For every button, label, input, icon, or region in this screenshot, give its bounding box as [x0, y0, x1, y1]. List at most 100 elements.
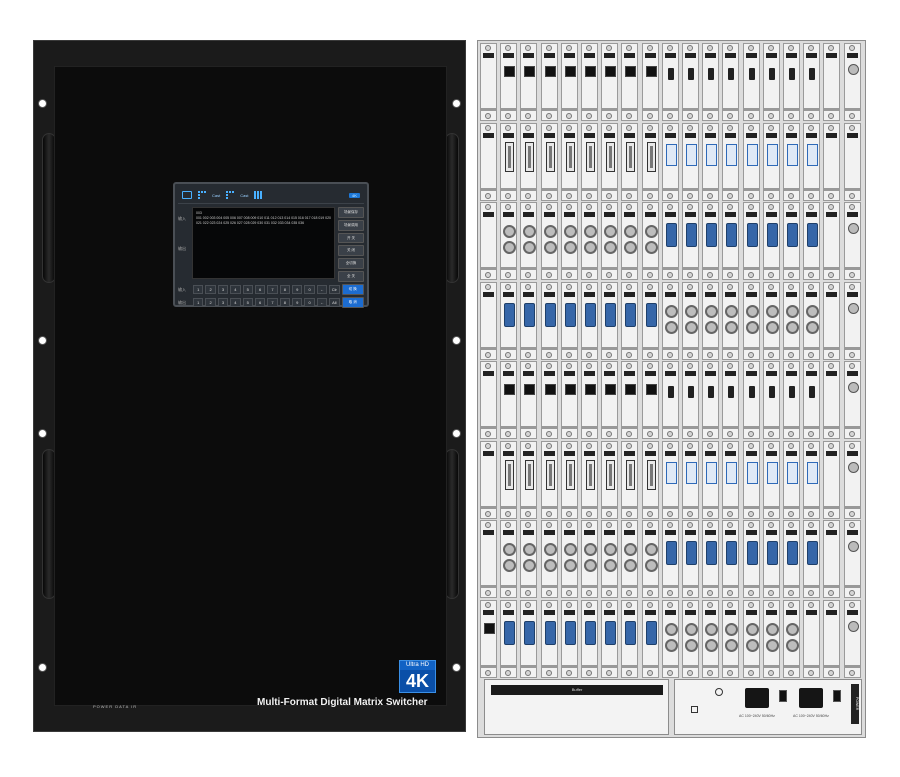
- fiber-port-icon[interactable]: [686, 143, 697, 166]
- key[interactable]: 1: [193, 298, 204, 307]
- dvi-port-icon[interactable]: [606, 141, 616, 172]
- bnc-port-icon[interactable]: [563, 225, 577, 238]
- key[interactable]: 7: [267, 298, 278, 307]
- key[interactable]: 9: [292, 298, 303, 307]
- key[interactable]: 9: [292, 285, 303, 294]
- vga-port-icon[interactable]: [807, 541, 819, 565]
- dvi-port-icon[interactable]: [646, 141, 656, 172]
- fiber-port-icon[interactable]: [787, 461, 798, 484]
- fiber-port-icon[interactable]: [686, 461, 697, 484]
- bnc-port-icon[interactable]: [705, 622, 719, 636]
- dvi-port-icon[interactable]: [586, 459, 595, 490]
- vga-port-icon[interactable]: [807, 223, 819, 247]
- bnc-port-icon[interactable]: [503, 559, 517, 572]
- key[interactable]: 2: [205, 298, 216, 307]
- hdmi-port-icon[interactable]: [748, 68, 755, 80]
- hdmi-port-icon[interactable]: [768, 68, 775, 80]
- dvi-port-icon[interactable]: [646, 459, 656, 490]
- hdmi-port-icon[interactable]: [667, 386, 674, 398]
- all-switch-button[interactable]: 全切换: [338, 258, 364, 270]
- bnc-port-icon[interactable]: [786, 320, 799, 334]
- dvi-port-icon[interactable]: [565, 459, 575, 490]
- bnc-port-icon[interactable]: [503, 241, 517, 254]
- key[interactable]: 6: [254, 285, 266, 294]
- bnc-port-icon[interactable]: [523, 241, 537, 254]
- bnc-port-icon[interactable]: [523, 559, 537, 572]
- bnc-port-icon[interactable]: [685, 320, 698, 334]
- dvi-port-icon[interactable]: [565, 141, 575, 172]
- rj45-port-icon[interactable]: [504, 384, 516, 395]
- touch-panel[interactable]: Cast Cast 4K 输入 输出 003 001 002 003 004 0…: [173, 182, 369, 308]
- all-off-button[interactable]: 全 关: [338, 271, 364, 282]
- vga-port-icon[interactable]: [766, 223, 778, 247]
- hdmi-port-icon[interactable]: [748, 386, 755, 398]
- dvi-port-icon[interactable]: [626, 141, 636, 172]
- vga-port-icon[interactable]: [504, 620, 516, 645]
- on-button[interactable]: 开 关: [338, 232, 364, 244]
- power-switch[interactable]: [779, 690, 787, 702]
- fiber-port-icon[interactable]: [746, 461, 758, 484]
- hdmi-port-icon[interactable]: [728, 68, 735, 80]
- key[interactable]: 6: [254, 298, 266, 307]
- bnc-port-icon[interactable]: [563, 559, 577, 572]
- backspace-key[interactable]: ←: [316, 285, 328, 294]
- bnc-port-icon[interactable]: [664, 304, 678, 318]
- bnc-port-icon[interactable]: [765, 622, 779, 636]
- bnc-port-icon[interactable]: [786, 304, 799, 318]
- bnc-port-icon[interactable]: [503, 543, 517, 556]
- hdmi-port-icon[interactable]: [768, 386, 775, 398]
- rj45-port-icon[interactable]: [564, 384, 576, 395]
- vga-port-icon[interactable]: [686, 223, 697, 247]
- bnc-port-icon[interactable]: [604, 559, 618, 572]
- cancel-button[interactable]: 取 消: [341, 297, 364, 308]
- bnc-port-icon[interactable]: [685, 622, 698, 636]
- vga-port-icon[interactable]: [665, 541, 677, 565]
- tv-icon[interactable]: [182, 191, 192, 199]
- bnc-port-icon[interactable]: [624, 559, 638, 572]
- key[interactable]: 0: [304, 298, 315, 307]
- bnc-port-icon[interactable]: [644, 543, 658, 556]
- rj45-port-icon[interactable]: [645, 384, 657, 395]
- dvi-port-icon[interactable]: [505, 459, 515, 490]
- scene-recall-button[interactable]: 场景调用: [338, 219, 364, 231]
- dvi-port-icon[interactable]: [586, 141, 595, 172]
- vga-port-icon[interactable]: [544, 302, 556, 327]
- vga-port-icon[interactable]: [746, 541, 758, 565]
- all-key[interactable]: All: [329, 298, 340, 307]
- bnc-port-icon[interactable]: [584, 543, 597, 556]
- key[interactable]: 2: [205, 285, 216, 294]
- bnc-port-icon[interactable]: [725, 638, 739, 652]
- vga-port-icon[interactable]: [645, 302, 657, 327]
- bnc-port-icon[interactable]: [624, 543, 638, 556]
- key[interactable]: 3: [217, 285, 229, 294]
- vga-port-icon[interactable]: [524, 302, 536, 327]
- bnc-port-icon[interactable]: [725, 320, 739, 334]
- vga-port-icon[interactable]: [605, 620, 617, 645]
- vga-port-icon[interactable]: [706, 541, 718, 565]
- dvi-port-icon[interactable]: [505, 141, 515, 172]
- bnc-port-icon[interactable]: [765, 304, 779, 318]
- bnc-port-icon[interactable]: [523, 543, 537, 556]
- vga-port-icon[interactable]: [544, 620, 556, 645]
- bnc-port-icon[interactable]: [644, 559, 658, 572]
- bnc-port-icon[interactable]: [584, 241, 597, 254]
- hdmi-port-icon[interactable]: [789, 386, 795, 398]
- vga-port-icon[interactable]: [524, 620, 536, 645]
- vga-port-icon[interactable]: [706, 223, 718, 247]
- hdmi-port-icon[interactable]: [667, 68, 674, 80]
- ac-inlet[interactable]: [799, 688, 823, 708]
- vga-port-icon[interactable]: [564, 620, 576, 645]
- key[interactable]: 4: [230, 298, 241, 307]
- backspace-key[interactable]: ←: [316, 298, 328, 307]
- vga-port-icon[interactable]: [787, 223, 798, 247]
- fiber-port-icon[interactable]: [807, 143, 819, 166]
- fiber-port-icon[interactable]: [706, 143, 718, 166]
- grid-icon[interactable]: [254, 191, 263, 199]
- key[interactable]: 5: [242, 285, 253, 294]
- fiber-port-icon[interactable]: [766, 461, 778, 484]
- power-switch[interactable]: [833, 690, 841, 702]
- cast-icon[interactable]: [226, 191, 235, 199]
- rj45-port-icon[interactable]: [605, 66, 617, 77]
- bnc-port-icon[interactable]: [806, 320, 820, 334]
- bnc-port-icon[interactable]: [563, 543, 577, 556]
